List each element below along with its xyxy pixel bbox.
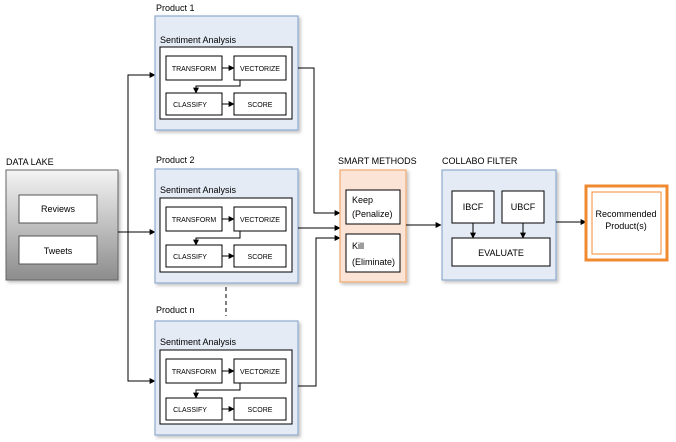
product-2-vectorize-label: VECTORIZE	[240, 217, 280, 224]
product-n-transform-label: TRANSFORM	[172, 369, 217, 376]
data-lake-title: DATA LAKE	[6, 157, 54, 167]
keep-label-line2: (Penalize)	[352, 209, 393, 219]
recommended-products-group: Recommended Product(s)	[584, 184, 669, 262]
evaluate-box	[451, 237, 551, 267]
product-2-vectorize-box	[233, 206, 287, 232]
reviews-box	[18, 194, 98, 224]
product-2-transform-label: TRANSFORM	[172, 217, 217, 224]
kill-box	[345, 233, 401, 273]
ubcf-box	[501, 190, 545, 224]
product-2-group: Product 2 Sentiment Analysis TRANSFORM V…	[154, 155, 299, 284]
product-1-title: Product 1	[156, 3, 195, 13]
tweets-box	[18, 235, 98, 265]
kill-label-line1: Kill	[352, 241, 364, 251]
product-n-group: Product n Sentiment Analysis TRANSFORM V…	[154, 305, 299, 436]
tweets-label: Tweets	[44, 246, 73, 256]
product-to-smart-connectors	[298, 67, 341, 387]
product-2-transform-box	[165, 206, 223, 232]
kill-label-line2: (Eliminate)	[352, 257, 395, 267]
keep-label-line1: Keep	[352, 195, 373, 205]
product-1-transform-label: TRANSFORM	[172, 66, 217, 73]
recommended-products-line1: Recommended	[595, 209, 656, 219]
product-n-classify-label: CLASSIFY	[173, 407, 207, 414]
product-1-classify-label: CLASSIFY	[173, 102, 207, 109]
smart-methods-group: SMART METHODS Keep (Penalize) Kill (Elim…	[338, 156, 417, 283]
reviews-label: Reviews	[41, 204, 76, 214]
product-n-transform-box	[165, 358, 223, 384]
product-n-vectorize-label: VECTORIZE	[240, 369, 280, 376]
product-2-classify-label: CLASSIFY	[173, 254, 207, 261]
product-2-score-label: SCORE	[248, 254, 273, 261]
collabo-filter-title: COLLABO FILTER	[442, 156, 518, 166]
product-n-vectorize-box	[233, 358, 287, 384]
keep-box	[345, 189, 401, 225]
recommended-products-inner-border	[591, 191, 662, 255]
ibcf-box	[451, 190, 495, 224]
product-n-title: Product n	[156, 305, 195, 315]
product-2-title: Product 2	[156, 155, 195, 165]
product-2-module-label: Sentiment Analysis	[160, 185, 237, 195]
collabo-filter-group: COLLABO FILTER IBCF UBCF EVALUATE	[441, 156, 557, 281]
data-lake: DATA LAKE Reviews Tweets	[5, 157, 119, 281]
product-1-vectorize-label: VECTORIZE	[240, 66, 280, 73]
product-1-score-label: SCORE	[248, 102, 273, 109]
product-1-module-label: Sentiment Analysis	[160, 35, 237, 45]
smart-methods-title: SMART METHODS	[338, 156, 417, 166]
ibcf-label: IBCF	[463, 202, 484, 212]
evaluate-label: EVALUATE	[478, 248, 524, 258]
product-1-group: Product 1 Sentiment Analysis TRANSFORM V…	[154, 3, 299, 131]
product-n-score-label: SCORE	[248, 407, 273, 414]
product-n-module-label: Sentiment Analysis	[160, 337, 237, 347]
data-lake-connectors	[118, 72, 156, 384]
recommended-products-line2: Product(s)	[605, 221, 647, 231]
ubcf-label: UBCF	[511, 202, 536, 212]
